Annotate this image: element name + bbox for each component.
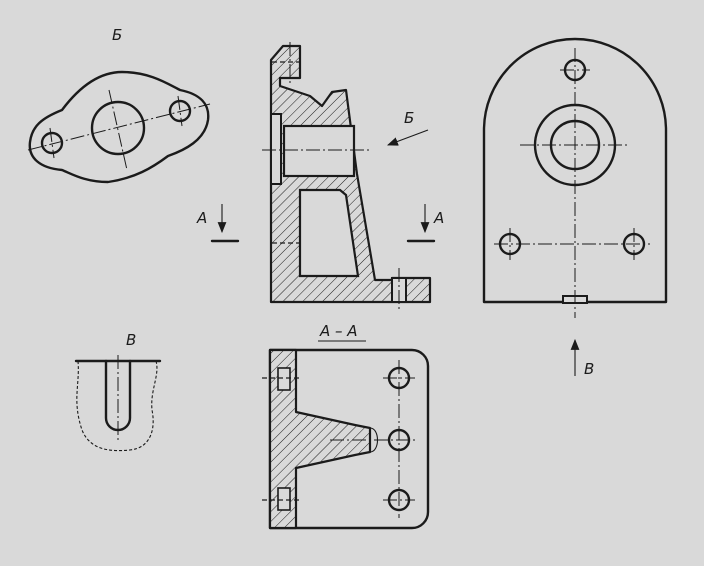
front-section-bore-cavity	[282, 124, 356, 178]
view-b-direction-arrow	[386, 129, 429, 146]
view-v-label: В	[126, 331, 136, 349]
section-a-a-title: А – А	[319, 322, 358, 340]
view-b: Б	[27, 26, 211, 184]
view-b-hole-left-axis	[49, 127, 55, 159]
view-b-label: Б	[112, 26, 122, 44]
front-section-lower-cavity	[298, 188, 360, 278]
side-view	[482, 37, 668, 318]
view-b-flange-outline	[28, 70, 210, 184]
front-section	[262, 42, 432, 312]
side-view-outline	[482, 37, 668, 304]
section-a-marker-left: А	[196, 204, 240, 243]
section-a-a: А – А	[262, 322, 430, 530]
view-v-break-line	[76, 360, 158, 452]
view-v: В	[74, 331, 162, 452]
view-v-arrow: В	[570, 338, 594, 378]
front-section-face-pad	[270, 113, 282, 185]
view-b-bolt-hole-left	[40, 131, 64, 155]
section-a-a-outline	[268, 348, 430, 530]
view-b-arrow: Б	[386, 109, 429, 146]
view-b-arrow-label: Б	[404, 109, 414, 127]
view-b-bolt-hole-right	[168, 99, 192, 123]
section-a-a-wall-hole-top	[277, 367, 291, 391]
view-v-arrow-label: В	[584, 360, 594, 378]
section-a-right-label: А	[433, 209, 444, 227]
view-b-center-bore	[90, 100, 146, 156]
section-a-a-wall-hole-bottom	[277, 487, 291, 511]
section-a-marker-right: А	[406, 204, 444, 243]
view-b-centerline-vertical	[108, 89, 128, 171]
view-b-centerline-main	[27, 103, 211, 151]
section-a-left-label: А	[196, 209, 207, 227]
view-b-hole-right-axis	[177, 95, 183, 127]
